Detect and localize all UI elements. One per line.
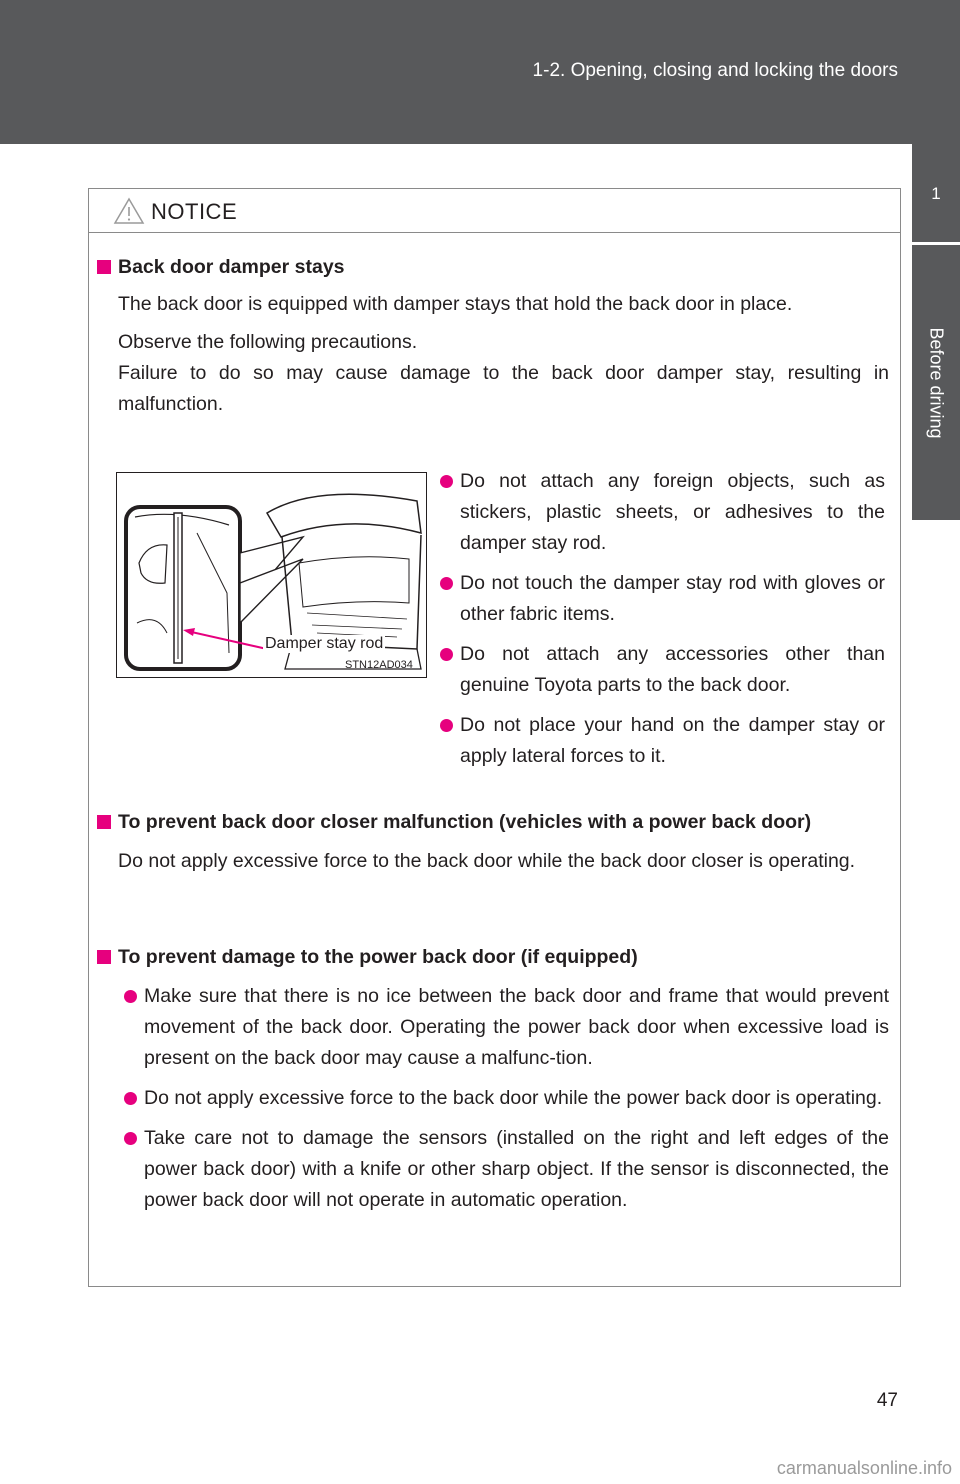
power-door-bullets: Make sure that there is no ice between t… xyxy=(109,981,889,1216)
dot-bullet-icon xyxy=(440,577,453,590)
list-item: Do not apply excessive force to the back… xyxy=(118,1083,889,1114)
section-closer-malfunction: To prevent back door closer malfunction … xyxy=(97,807,889,877)
paragraph: Do not apply excessive force to the back… xyxy=(118,850,856,872)
chapter-label: Before driving xyxy=(926,326,947,439)
square-bullet-icon xyxy=(97,260,111,274)
page-number: 47 xyxy=(876,1390,898,1411)
list-item: Do not place your hand on the damper sta… xyxy=(434,710,885,772)
paragraph: Observe the following precautions. xyxy=(118,331,418,353)
square-bullet-icon xyxy=(97,950,111,964)
vehicle-back-door-drawing xyxy=(124,493,422,671)
notice-header: NOTICE xyxy=(89,189,900,233)
dot-bullet-icon xyxy=(440,475,453,488)
dot-bullet-icon xyxy=(124,1092,137,1105)
section-heading: To prevent back door closer malfunction … xyxy=(97,807,889,838)
paragraph: Failure to do so may cause damage to the… xyxy=(118,362,889,415)
list-item: Do not attach any accessories other than… xyxy=(434,639,885,701)
notice-title: NOTICE xyxy=(151,199,238,224)
dot-bullet-icon xyxy=(440,719,453,732)
square-bullet-icon xyxy=(97,815,111,829)
dot-bullet-icon xyxy=(124,990,137,1003)
warning-triangle-icon xyxy=(113,197,145,224)
notice-box: NOTICE Back door damper stays The back d… xyxy=(88,188,901,1287)
section-title: 1-2. Opening, closing and locking the do… xyxy=(532,60,898,81)
watermark: carmanualsonline.info xyxy=(776,1458,952,1478)
section-heading: Back door damper stays xyxy=(97,252,889,283)
section-damper-stays: Back door damper stays The back door is … xyxy=(97,252,889,420)
dot-bullet-icon xyxy=(440,648,453,661)
list-item: Take care not to damage the sensors (ins… xyxy=(118,1123,889,1216)
side-tab: 1 Before driving xyxy=(912,144,960,1284)
list-item: Make sure that there is no ice between t… xyxy=(118,981,889,1074)
chapter-number: 1 xyxy=(912,144,960,242)
figure-code: STN12AD034 xyxy=(345,659,413,671)
header-band: 1-2. Opening, closing and locking the do… xyxy=(0,0,960,144)
figure-label: Damper stay rod xyxy=(263,635,386,653)
section-heading: To prevent damage to the power back door… xyxy=(97,942,889,973)
damper-stay-illustration: Damper stay rod STN12AD034 xyxy=(116,472,427,678)
damper-bullets: Do not attach any foreign objects, such … xyxy=(434,466,885,772)
dot-bullet-icon xyxy=(124,1132,137,1145)
paragraph: The back door is equipped with damper st… xyxy=(118,293,793,315)
list-item: Do not attach any foreign objects, such … xyxy=(434,466,885,559)
chapter-tab: Before driving xyxy=(912,242,960,520)
section-power-back-door: To prevent damage to the power back door… xyxy=(97,942,889,1216)
list-item: Do not touch the damper stay rod with gl… xyxy=(434,568,885,630)
